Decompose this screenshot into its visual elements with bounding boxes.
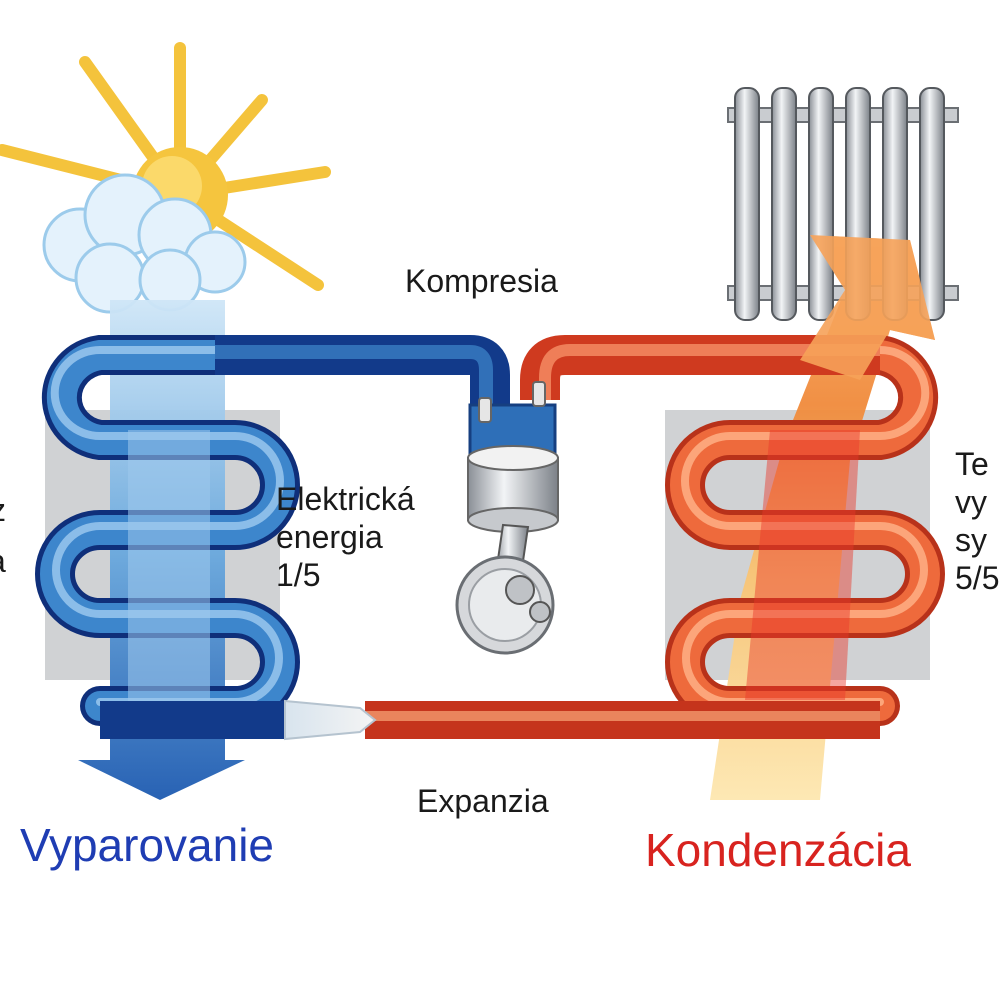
right-cut-line-4: 5/5: [955, 560, 1000, 596]
right-cut-label: Te vy sy 5/5: [955, 445, 999, 597]
evaporation-title: Vyparovanie: [20, 819, 275, 871]
compressor-icon: [455, 381, 559, 655]
electric-energy-line-3: 1/5: [276, 557, 321, 593]
expansion-label: Expanzia: [417, 783, 549, 819]
condensation-title: Kondenzácia: [645, 824, 911, 876]
left-cut-label-1: z: [0, 491, 6, 529]
hot-air-overlay: [745, 430, 860, 700]
hot-air-arrow-tip: [800, 235, 935, 380]
electric-energy-line-2: energia: [276, 519, 383, 555]
electric-energy-label: Elektrická energia 1/5: [276, 480, 415, 594]
compression-label: Kompresia: [405, 263, 558, 299]
left-cut-label-2: a: [0, 542, 6, 580]
cloud-icon: [42, 173, 247, 314]
cold-suction-pipe: [215, 335, 510, 410]
electric-energy-line-1: Elektrická: [276, 481, 415, 517]
right-cut-line-1: Te: [955, 446, 989, 482]
right-cut-line-2: vy: [955, 484, 987, 520]
cold-air-overlay: [128, 430, 210, 720]
condenser-coil: [665, 335, 945, 726]
right-cut-line-3: sy: [955, 522, 987, 558]
expansion-valve: [284, 699, 377, 741]
